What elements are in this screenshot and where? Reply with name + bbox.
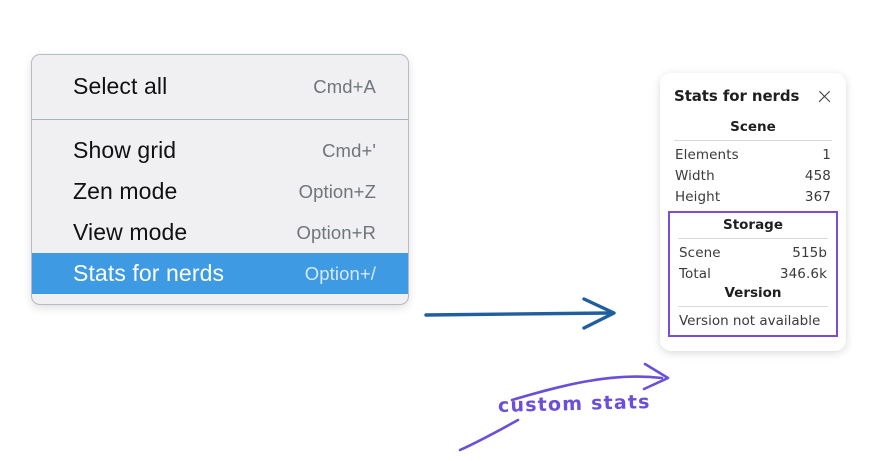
menu-item-stats-for-nerds[interactable]: Stats for nerds Option+/ — [32, 253, 408, 294]
stats-value: 515b — [792, 244, 827, 261]
menu-item-shortcut: Option+/ — [304, 262, 376, 284]
menu-item-shortcut: Option+R — [296, 221, 376, 243]
stats-key: Elements — [675, 146, 739, 163]
divider — [674, 140, 832, 141]
stats-row-elements: Elements 1 — [672, 144, 834, 165]
divider — [678, 238, 828, 239]
stats-panel-title: Stats for nerds — [674, 87, 800, 105]
custom-stats-annotation-label: custom stats — [497, 391, 651, 417]
stats-for-nerds-panel[interactable]: Stats for nerds Scene Elements 1 Width 4… — [660, 73, 846, 351]
menu-item-label: Stats for nerds — [73, 260, 225, 286]
menu-item-view-mode[interactable]: View mode Option+R — [32, 212, 408, 253]
stats-version-text: Version not available — [679, 313, 821, 329]
stats-storage-section: Storage Scene 515b Total 346.6k — [676, 216, 830, 284]
stats-version-section: Version Version not available — [676, 284, 830, 330]
menu-item-label: Show grid — [73, 137, 177, 163]
menu-section-1: Select all Cmd+A — [32, 55, 408, 120]
stats-key: Width — [675, 167, 715, 184]
stats-section-heading-version: Version — [724, 285, 782, 301]
stats-key: Scene — [679, 244, 721, 261]
stats-panel-header: Stats for nerds — [672, 85, 834, 105]
stats-section-heading-scene: Scene — [730, 119, 776, 135]
menu-item-shortcut: Cmd+A — [313, 75, 376, 97]
menu-item-shortcut: Option+Z — [298, 180, 376, 202]
stats-value: 458 — [804, 167, 831, 184]
menu-item-select-all[interactable]: Select all Cmd+A — [32, 66, 408, 107]
stats-key: Height — [675, 188, 721, 205]
context-menu[interactable]: Select all Cmd+A Show grid Cmd+' Zen mod… — [31, 54, 409, 305]
stats-row-width: Width 458 — [672, 165, 834, 186]
menu-item-label: Select all — [73, 73, 168, 99]
menu-item-shortcut: Cmd+' — [322, 139, 376, 161]
stats-row-storage-total: Total 346.6k — [676, 263, 830, 284]
stats-key: Total — [679, 265, 712, 282]
close-icon[interactable] — [817, 89, 832, 104]
stats-row-storage-scene: Scene 515b — [676, 242, 830, 263]
menu-item-show-grid[interactable]: Show grid Cmd+' — [32, 130, 408, 171]
stats-scene-section: Scene Elements 1 Width 458 Height 367 — [672, 118, 834, 207]
stats-value: 367 — [804, 188, 831, 205]
stats-value: 1 — [822, 146, 831, 163]
stats-section-heading-storage: Storage — [722, 217, 784, 233]
divider — [678, 306, 828, 307]
custom-stats-highlight-box: Storage Scene 515b Total 346.6k Version … — [668, 211, 838, 337]
stats-value: 346.6k — [779, 265, 827, 282]
menu-section-2: Show grid Cmd+' Zen mode Option+Z View m… — [32, 120, 408, 294]
menu-item-label: View mode — [73, 219, 188, 245]
stats-row-height: Height 367 — [672, 186, 834, 207]
menu-item-zen-mode[interactable]: Zen mode Option+Z — [32, 171, 408, 212]
blue-arrow-annotation — [424, 297, 616, 330]
menu-item-label: Zen mode — [73, 178, 178, 204]
